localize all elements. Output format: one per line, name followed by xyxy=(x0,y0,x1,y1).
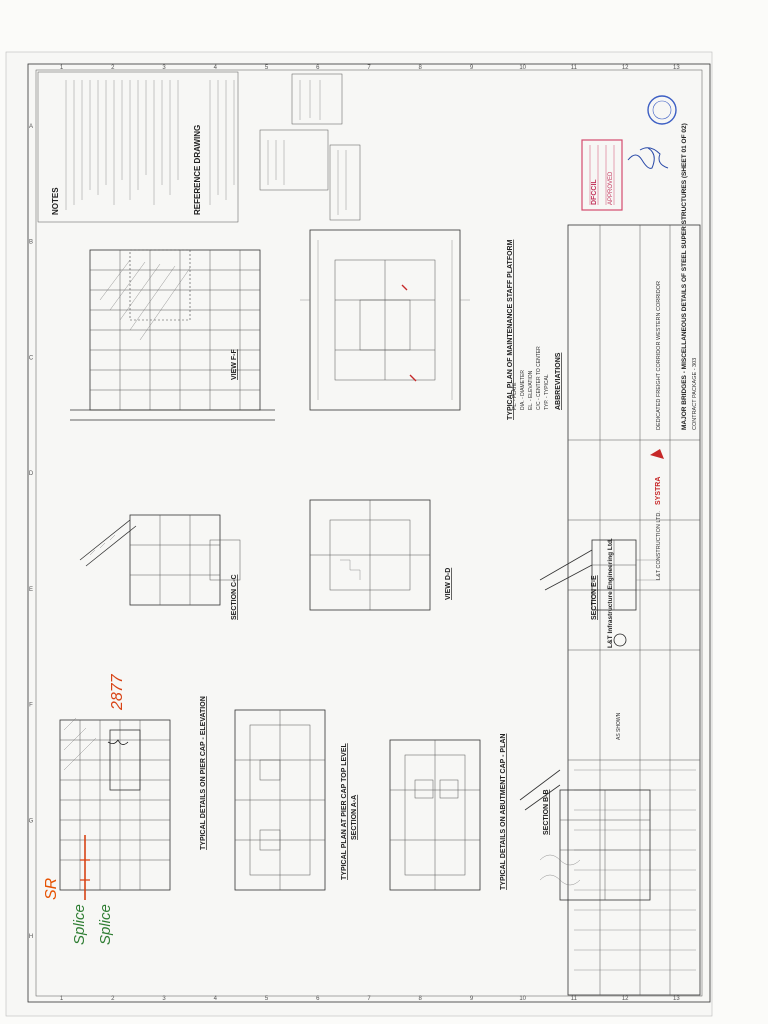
stamp-status: APPROVED xyxy=(608,171,614,205)
consultant-logo: SYSTRA xyxy=(655,477,662,505)
grid-number-label: 2 xyxy=(111,65,115,71)
grid-letter-label: G xyxy=(29,818,34,824)
red-handwritten-number: 2877 xyxy=(109,673,126,711)
abbreviation-item: TYP. - TYPICAL xyxy=(544,374,550,410)
grid-number-label: 8 xyxy=(419,996,423,1002)
grid-number-label: 10 xyxy=(519,65,526,71)
staff-platform-title: TYPICAL PLAN OF MAINTENANCE STAFF PLATFO… xyxy=(507,239,514,420)
grid-number-label: 13 xyxy=(673,65,680,71)
round-seal xyxy=(647,95,677,125)
view-dd-title: VIEW D-D xyxy=(445,568,452,600)
grid-number-label: 5 xyxy=(265,996,269,1002)
grid-letters-side: A B C D E F G H xyxy=(29,124,34,940)
grid-number-label: 11 xyxy=(571,996,578,1002)
grid-number-label: 4 xyxy=(214,65,218,71)
handwritten-note-2: Splice xyxy=(71,904,88,945)
grid-letter-label: H xyxy=(29,934,33,940)
grid-number-label: 12 xyxy=(622,65,629,71)
grid-letter-label: F xyxy=(29,703,33,709)
section-ee-label-group: SECTION E-E xyxy=(591,575,598,620)
grid-number-label: 3 xyxy=(162,996,166,1002)
grid-number-label: 7 xyxy=(367,996,371,1002)
section-ee-drawing xyxy=(539,539,660,611)
view-dd-drawing: VIEW D-D xyxy=(309,499,452,611)
grid-letter-label: E xyxy=(29,587,33,593)
grid-number-label: 4 xyxy=(214,996,218,1002)
green-handwritten-group: SR xyxy=(43,877,60,900)
approval-stamp: DFCCIL APPROVED xyxy=(581,95,677,211)
section-bb-label-group: SECTION B-B xyxy=(543,790,550,836)
abbreviations-heading: ABBREVIATIONS xyxy=(555,352,562,410)
view-ff-drawing: VIEW F-F xyxy=(70,249,275,421)
pier-elevation-title: TYPICAL DETAILS ON PIER CAP - ELEVATION xyxy=(200,696,207,850)
section-cc-drawing: SECTION C-C xyxy=(79,514,241,621)
handwritten-note-1: SR xyxy=(43,877,60,900)
lt-logo-text: L&T Infrastructure Engineering Ltd. xyxy=(607,538,614,648)
grid-number-label: 9 xyxy=(470,65,474,71)
paper-edge xyxy=(5,51,713,1017)
grid-letter-label: D xyxy=(29,471,34,477)
notes-block: NOTES REFERENCE DRAWING xyxy=(37,71,239,223)
section-bb-drawing xyxy=(519,769,651,901)
abbreviation-item: C/C - CENTER TO CENTER xyxy=(536,346,542,410)
title-contractor: L&T CONSTRUCTION LTD. xyxy=(656,511,662,580)
abbreviation-item: DIA. - DIAMETER xyxy=(520,370,526,410)
abbreviation-item: EL. - ELEVATION xyxy=(528,370,534,410)
grid-number-label: 5 xyxy=(265,65,269,71)
title-drawing: MAJOR BRIDGES - MISCELLANEOUS DETAILS OF… xyxy=(681,123,688,430)
grid-number-label: 12 xyxy=(622,996,629,1002)
grid-number-label: 6 xyxy=(316,996,320,1002)
grid-number-label: 8 xyxy=(419,65,423,71)
handwritten-note-3: Splice xyxy=(97,904,114,945)
grid-number-label: 3 xyxy=(162,65,166,71)
grid-number-label: 6 xyxy=(316,65,320,71)
grid-letter-label: C xyxy=(29,355,34,361)
pier-plan-drawing: TYPICAL PLAN AT PIER CAP TOP LEVEL SECTI… xyxy=(234,709,358,891)
grid-letter-label: B xyxy=(29,240,33,246)
grid-number-label: 7 xyxy=(367,65,371,71)
section-cc-title: SECTION C-C xyxy=(231,575,238,621)
staff-platform-drawing: TYPICAL PLAN OF MAINTENANCE STAFF PLATFO… xyxy=(300,229,514,420)
notes-heading: NOTES xyxy=(51,187,60,215)
title-contract: CONTRACT PACKAGE - 303 xyxy=(692,358,698,430)
section-aa-title: SECTION A-A xyxy=(351,795,358,840)
grid-number-label: 2 xyxy=(111,996,115,1002)
reference-heading: REFERENCE DRAWING xyxy=(193,125,202,215)
grid-number-label: 10 xyxy=(519,996,526,1002)
drawing-border xyxy=(27,63,711,1003)
scale-value: AS SHOWN xyxy=(616,712,622,740)
pier-plan-title: TYPICAL PLAN AT PIER CAP TOP LEVEL xyxy=(341,742,348,880)
abbreviation-item: PL. - PLATE xyxy=(512,382,518,410)
section-ee-title: SECTION E-E xyxy=(591,575,598,620)
abbreviations-block: ABBREVIATIONS TYP. - TYPICAL C/C - CENTE… xyxy=(512,346,562,410)
title-project: DEDICATED FREIGHT CORRIDOR WESTERN CORRI… xyxy=(656,281,662,430)
inner-border xyxy=(35,69,703,997)
section-bb-title: SECTION B-B xyxy=(543,790,550,836)
grid-number-label: 11 xyxy=(571,65,578,71)
abutment-plan-drawing: TYPICAL DETAILS ON ABUTMENT CAP - PLAN xyxy=(389,734,507,891)
dfc-logo-icon xyxy=(650,449,664,459)
view-ff-title: VIEW F-F xyxy=(231,349,238,380)
red-handwritten-group: 2877 xyxy=(109,673,126,711)
abutment-plan-title: TYPICAL DETAILS ON ABUTMENT CAP - PLAN xyxy=(500,734,507,890)
grid-number-label: 9 xyxy=(470,996,474,1002)
signature-blue xyxy=(627,147,655,169)
grid-number-label: 1 xyxy=(60,996,64,1002)
stamp-title: DFCCIL xyxy=(591,179,598,205)
notes-boxes xyxy=(259,73,361,221)
pier-elevation-drawing: TYPICAL DETAILS ON PIER CAP - ELEVATION xyxy=(59,696,207,900)
grid-number-label: 13 xyxy=(673,996,680,1002)
grid-letter-label: A xyxy=(29,124,33,130)
grid-number-label: 1 xyxy=(60,65,64,71)
lt-logo-icon xyxy=(613,633,627,647)
